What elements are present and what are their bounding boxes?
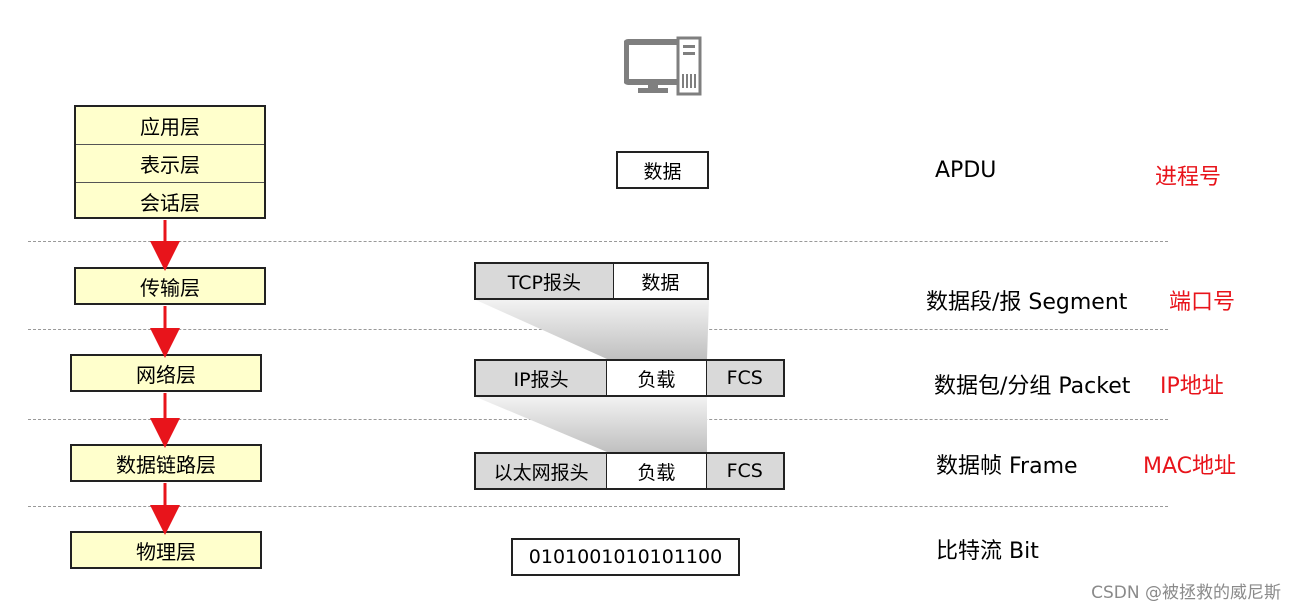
layer-session: 会话层	[140, 191, 200, 215]
pdu-name-transport: 数据段/报 Segment	[926, 290, 1128, 315]
pdu-name-datalink: 数据帧 Frame	[936, 454, 1078, 479]
layer-network: 网络层	[70, 354, 262, 392]
app-data-cell: 数据	[618, 153, 707, 187]
encapsulation-funnel	[476, 300, 709, 359]
ip-fcs-cell: FCS	[706, 361, 783, 395]
address-app: 进程号	[1155, 165, 1222, 190]
pdu-name-app: APDU	[935, 158, 997, 183]
encapsulation-funnel	[476, 397, 707, 452]
separator-line	[28, 506, 1168, 507]
tcp-data-cell: 数据	[613, 264, 707, 298]
address-transport: 端口号	[1169, 290, 1236, 315]
computer-icon	[624, 36, 702, 96]
bitstream-cell: 0101001010101100	[513, 540, 738, 574]
layer-transport: 传输层	[74, 267, 266, 305]
layer-physical: 物理层	[70, 531, 262, 569]
tcp-segment-box: TCP报头 数据	[474, 262, 709, 300]
address-network: IP地址	[1160, 374, 1224, 399]
ethernet-frame-box: 以太网报头 负载 FCS	[474, 452, 785, 490]
ip-header-cell: IP报头	[476, 361, 608, 395]
pdu-name-network: 数据包/分组 Packet	[934, 374, 1131, 399]
layer-presentation: 表示层	[76, 145, 264, 183]
ethernet-payload-cell: 负载	[607, 454, 707, 488]
ethernet-fcs-cell: FCS	[706, 454, 783, 488]
bitstream-box: 0101001010101100	[511, 538, 740, 576]
ip-payload-cell: 负载	[607, 361, 707, 395]
address-datalink: MAC地址	[1143, 454, 1237, 479]
upper-layers-stack: 应用层 表示层 会话层	[74, 105, 266, 219]
ip-packet-box: IP报头 负载 FCS	[474, 359, 785, 397]
app-data-box: 数据	[616, 151, 709, 189]
separator-line	[28, 241, 1168, 242]
pdu-name-physical: 比特流 Bit	[936, 539, 1039, 564]
ethernet-header-cell: 以太网报头	[476, 454, 608, 488]
tcp-header-cell: TCP报头	[476, 264, 614, 298]
layer-application: 应用层	[76, 107, 264, 145]
watermark: CSDN @被拯救的威尼斯	[1091, 583, 1281, 603]
